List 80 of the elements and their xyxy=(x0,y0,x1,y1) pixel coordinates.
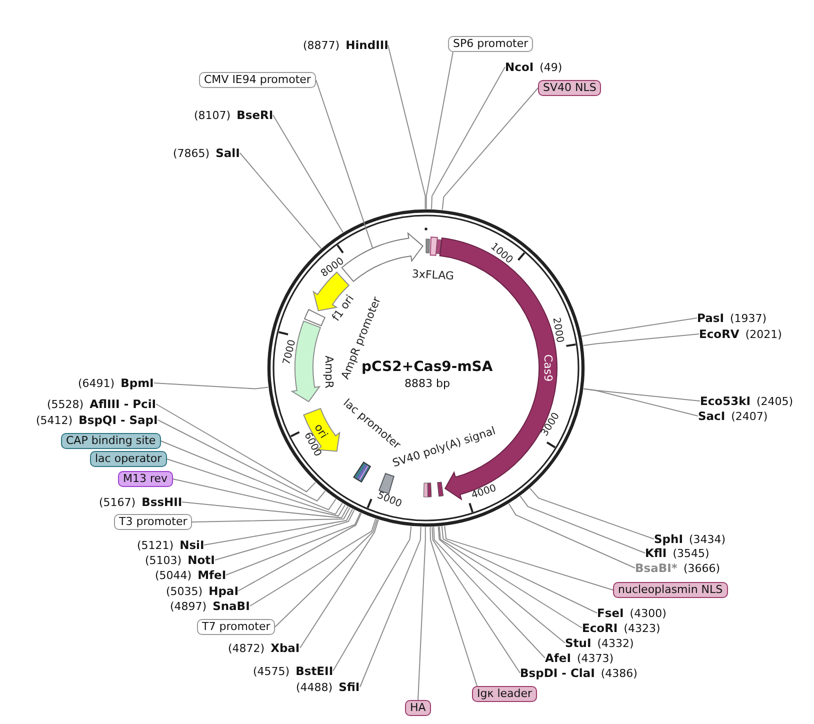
restriction-site-label: (5528) AflIII - PciI xyxy=(47,398,156,410)
restriction-site-label: NcoI (49) xyxy=(505,60,562,74)
restriction-site-label: (7865) SalI xyxy=(173,146,240,160)
restriction-site-label: StuI (4332) xyxy=(565,636,634,650)
restriction-site-label: (5035) HpaI xyxy=(166,584,238,598)
feature-tag: CAP binding site xyxy=(61,433,161,449)
restriction-site-label: EcoRI (4323) xyxy=(582,622,660,634)
leader-line xyxy=(316,80,374,249)
leader-line xyxy=(432,526,520,674)
leader-line xyxy=(300,519,379,648)
restriction-site-label: (4488) SfiI xyxy=(296,680,360,694)
restriction-site-label: Eco53kI (2405) xyxy=(700,394,794,408)
leader-line xyxy=(581,318,698,337)
leader-line xyxy=(272,114,344,233)
leader-line xyxy=(530,488,654,540)
restriction-site-label: (4897) SnaBI xyxy=(170,600,250,612)
leader-line xyxy=(444,525,614,590)
leader-line xyxy=(204,508,353,546)
leader-line xyxy=(214,509,355,560)
leader-line xyxy=(438,526,582,628)
leader-line xyxy=(426,52,454,210)
restriction-site-label: (4575) BstEII xyxy=(253,664,334,678)
restriction-site-label: SacI (2407) xyxy=(698,410,768,422)
feature-tag: Igκ leader xyxy=(472,686,538,702)
leader-line xyxy=(438,526,566,644)
restriction-site-label: BsaBI* (3666) xyxy=(635,562,720,574)
feature-tag: CMV IE94 promoter xyxy=(199,72,316,88)
leader-line xyxy=(332,526,412,672)
leader-line xyxy=(441,526,598,614)
restriction-site-label: (6491) BpmI xyxy=(78,376,154,390)
feature-tag: SV40 NLS xyxy=(538,80,602,96)
restriction-site-label: EcoRV (2021) xyxy=(699,328,782,340)
feature-tag: nucleoplasmin NLS xyxy=(613,582,728,598)
feature-tag: SP6 promoter xyxy=(448,36,534,52)
leader-line xyxy=(166,458,343,515)
restriction-site-label: BspDI - ClaI (4386) xyxy=(520,666,638,680)
feature-tag: T3 promoter xyxy=(114,514,192,530)
restriction-site-label: AfeI (4373) xyxy=(545,652,614,664)
leader-line xyxy=(226,512,361,576)
restriction-site-label: FseI (4300) xyxy=(597,606,666,620)
leader-line xyxy=(250,518,376,606)
leader-line xyxy=(172,478,346,517)
leader-line xyxy=(442,88,538,210)
restriction-site-label: KflI (3545) xyxy=(645,546,710,560)
leader-line xyxy=(182,502,348,518)
leader-line xyxy=(156,404,316,492)
leader-line xyxy=(192,507,350,522)
leader-line xyxy=(388,44,426,210)
leader-line xyxy=(508,503,636,568)
scale-label: 5000 xyxy=(376,490,404,510)
scale-label: 7000 xyxy=(282,338,298,366)
feature-tag: M13 rev xyxy=(118,471,173,487)
leader-line xyxy=(154,382,269,390)
restriction-site-label: (5103) NotI xyxy=(145,554,215,566)
leader-line xyxy=(418,526,426,700)
feature-tag: lac operator xyxy=(90,451,167,467)
restriction-site-label: (8107) BseRI xyxy=(194,108,274,122)
restriction-site-label: SphI (3434) xyxy=(654,532,726,546)
leader-line xyxy=(160,440,336,510)
restriction-site-label: (5121) NsiI xyxy=(137,538,204,552)
restriction-site-label: (4872) XbaI xyxy=(228,642,300,654)
leader-line xyxy=(240,152,322,249)
leader-line xyxy=(158,420,326,502)
leader-line xyxy=(431,66,506,210)
scale-label: 4000 xyxy=(470,482,498,502)
leader-line xyxy=(520,496,646,554)
leader-line xyxy=(360,526,422,688)
restriction-site-label: (5412) BspQI - SapI xyxy=(36,414,158,426)
leader-line xyxy=(433,526,546,658)
leader-line xyxy=(582,334,700,346)
leader-line xyxy=(274,518,378,628)
feature-tag: T7 promoter xyxy=(197,619,276,635)
restriction-site-label: PasI (1937) xyxy=(697,312,767,324)
leader-line xyxy=(238,512,362,592)
restriction-site-label: (5167) BssHII xyxy=(99,496,182,508)
restriction-site-label: (8877) HindIII xyxy=(303,38,388,52)
restriction-site-label: (5044) MfeI xyxy=(155,568,226,582)
leader-line xyxy=(583,388,698,416)
leader-line xyxy=(430,526,478,686)
feature-tag: HA xyxy=(405,700,431,716)
